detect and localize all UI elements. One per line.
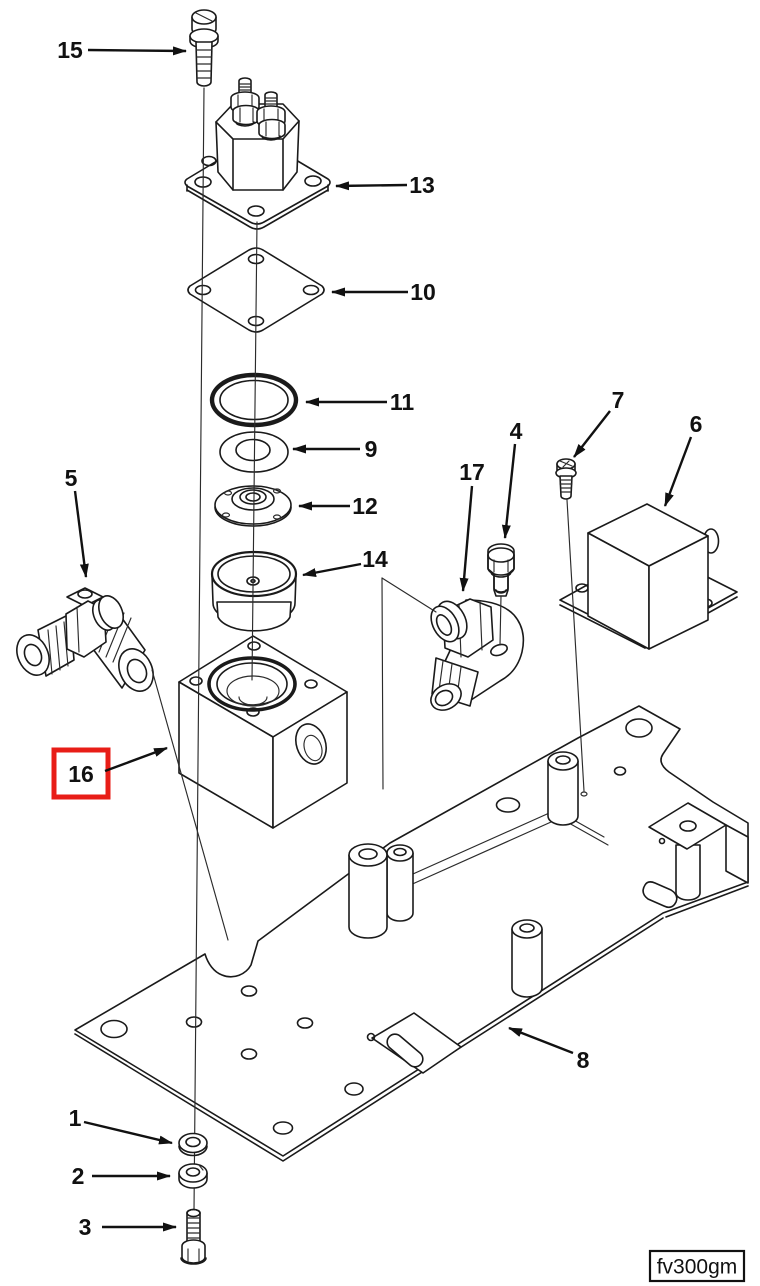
callout-number: 2 <box>72 1163 85 1189</box>
cover-box <box>559 503 738 650</box>
seal-ring <box>209 372 299 428</box>
callout-15[interactable]: 15 <box>57 37 187 63</box>
screw-top <box>189 9 219 87</box>
callout-14[interactable]: 14 <box>302 546 388 577</box>
callout-arrow <box>335 181 408 191</box>
mounting-plate <box>74 705 749 1162</box>
callout-12[interactable]: 12 <box>298 493 378 519</box>
hex-plug <box>487 543 515 597</box>
callout-number: 16 <box>68 761 94 787</box>
callout-number: 10 <box>410 279 436 305</box>
callout-number: 8 <box>577 1047 590 1073</box>
valve-body <box>178 635 348 829</box>
callout-number: 7 <box>612 387 625 413</box>
callout-number: 1 <box>69 1105 82 1131</box>
callout-11[interactable]: 11 <box>305 389 415 415</box>
callout-number: 4 <box>510 418 523 444</box>
callout-5[interactable]: 5 <box>65 465 89 578</box>
callout-number: 14 <box>362 546 388 572</box>
diaphragm-cup <box>210 550 298 632</box>
callout-10[interactable]: 10 <box>331 279 436 305</box>
callout-13[interactable]: 13 <box>335 172 435 198</box>
figure-code: fv300gm <box>648 1249 746 1283</box>
callout-number: 15 <box>57 37 83 63</box>
callout-arrow <box>104 746 168 773</box>
callout-4[interactable]: 4 <box>501 418 523 539</box>
callout-arrow <box>83 1120 173 1145</box>
callout-9[interactable]: 9 <box>292 436 378 462</box>
bolt <box>180 1208 207 1265</box>
callout-number: 17 <box>459 459 485 485</box>
callout-2[interactable]: 2 <box>72 1163 171 1189</box>
callout-arrow <box>302 562 362 577</box>
callout-arrow <box>508 1026 574 1055</box>
elbow-fitting-right <box>430 598 525 711</box>
callout-7[interactable]: 7 <box>573 387 625 458</box>
callout-3[interactable]: 3 <box>79 1214 177 1240</box>
screw-small <box>555 458 577 500</box>
figure-code-box <box>648 1249 746 1283</box>
callout-1[interactable]: 1 <box>69 1105 173 1145</box>
callout-8[interactable]: 8 <box>508 1026 590 1073</box>
elbow-fitting-left <box>16 587 154 692</box>
callout-arrow <box>663 436 693 507</box>
callout-6[interactable]: 6 <box>663 411 703 507</box>
channel-bracket <box>648 802 749 901</box>
callout-16[interactable]: 16 <box>51 746 168 800</box>
callout-number: 13 <box>409 172 435 198</box>
callout-number: 3 <box>79 1214 92 1240</box>
callout-number: 5 <box>65 465 78 491</box>
callout-number: 11 <box>390 389 415 415</box>
callout-arrow <box>501 443 517 539</box>
alignment-lines <box>151 87 588 1212</box>
flat-washer <box>178 1132 208 1157</box>
standoff-posts <box>348 751 579 998</box>
highlight-box <box>51 747 111 800</box>
callout-17[interactable]: 17 <box>459 459 485 592</box>
lock-washer <box>178 1163 208 1189</box>
solenoid <box>184 77 331 230</box>
callout-arrow <box>459 485 474 592</box>
plate-tab <box>366 1012 462 1074</box>
callout-arrow <box>73 490 89 578</box>
callout-number: 6 <box>690 411 703 437</box>
callout-number: 9 <box>365 436 378 462</box>
callout-number: 12 <box>352 493 378 519</box>
callout-arrow <box>573 410 611 458</box>
figure-code-text: fv300gm <box>657 1256 738 1279</box>
callout-arrow <box>87 46 187 56</box>
retainer-disc <box>214 485 292 527</box>
